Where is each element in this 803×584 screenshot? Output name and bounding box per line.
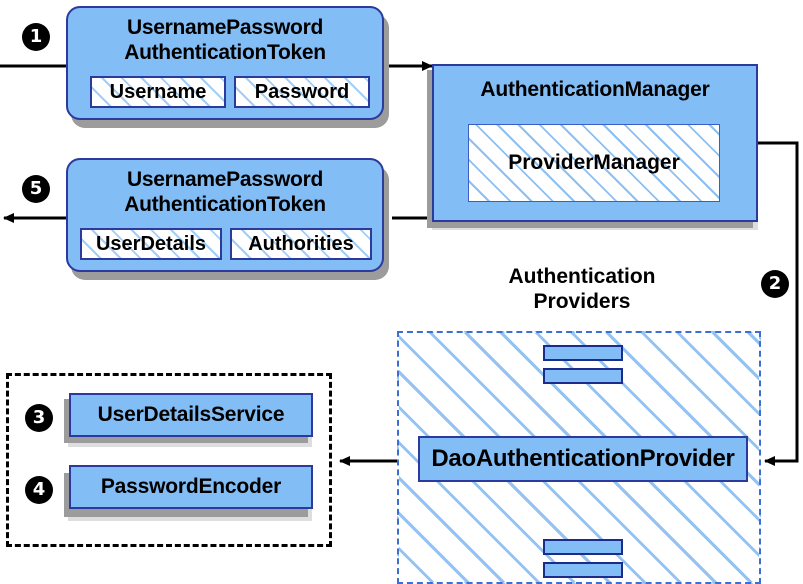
provider-manager-label: ProviderManager xyxy=(508,151,680,174)
step-badge-1: 1 xyxy=(22,23,50,51)
chip-authorities[interactable]: Authorities xyxy=(230,228,372,260)
user-details-service-label: UserDetailsService xyxy=(97,403,285,426)
chip-password[interactable]: Password xyxy=(234,76,370,108)
connector-manager-to-provider xyxy=(758,141,799,466)
user-details-service-node[interactable]: UserDetailsService xyxy=(69,393,313,437)
providers-label-line2: Providers xyxy=(533,290,631,313)
request-token-title-line1: UsernamePassword xyxy=(127,16,323,39)
step-badge-2: 2 xyxy=(761,270,789,298)
provider-manager-node[interactable]: ProviderManager xyxy=(468,124,720,202)
step-badge-3: 3 xyxy=(25,404,53,432)
provider-stub-top-1 xyxy=(543,345,623,361)
provider-stub-bottom-2 xyxy=(543,562,623,578)
password-encoder-node[interactable]: PasswordEncoder xyxy=(69,465,313,509)
result-token-title-line2: AuthenticationToken xyxy=(124,193,326,216)
dao-authentication-provider-node[interactable]: DaoAuthenticationProvider xyxy=(418,436,748,482)
request-token-chips: Username Password xyxy=(90,76,370,108)
provider-stub-bottom-1 xyxy=(543,539,623,555)
beans-group xyxy=(6,373,332,547)
password-encoder-label: PasswordEncoder xyxy=(100,475,282,498)
step-badge-5: 5 xyxy=(22,175,50,203)
request-token-node[interactable]: UsernamePassword AuthenticationToken Use… xyxy=(66,6,384,120)
chip-username[interactable]: Username xyxy=(90,76,226,108)
authentication-manager-label: AuthenticationManager xyxy=(480,78,710,101)
authentication-providers-label: Authentication Providers xyxy=(470,264,694,314)
dao-authentication-provider-label: DaoAuthenticationProvider xyxy=(431,445,735,472)
providers-label-line1: Authentication xyxy=(508,265,656,288)
step-badge-4: 4 xyxy=(25,476,53,504)
provider-stub-top-2 xyxy=(543,368,623,384)
authentication-manager-node[interactable]: AuthenticationManager ProviderManager xyxy=(432,64,758,222)
chip-user-details[interactable]: UserDetails xyxy=(80,228,222,260)
result-token-title-line1: UsernamePassword xyxy=(127,168,323,191)
result-token-chips: UserDetails Authorities xyxy=(80,228,372,260)
result-token-node[interactable]: UsernamePassword AuthenticationToken Use… xyxy=(66,158,384,272)
request-token-title-line2: AuthenticationToken xyxy=(124,41,326,64)
